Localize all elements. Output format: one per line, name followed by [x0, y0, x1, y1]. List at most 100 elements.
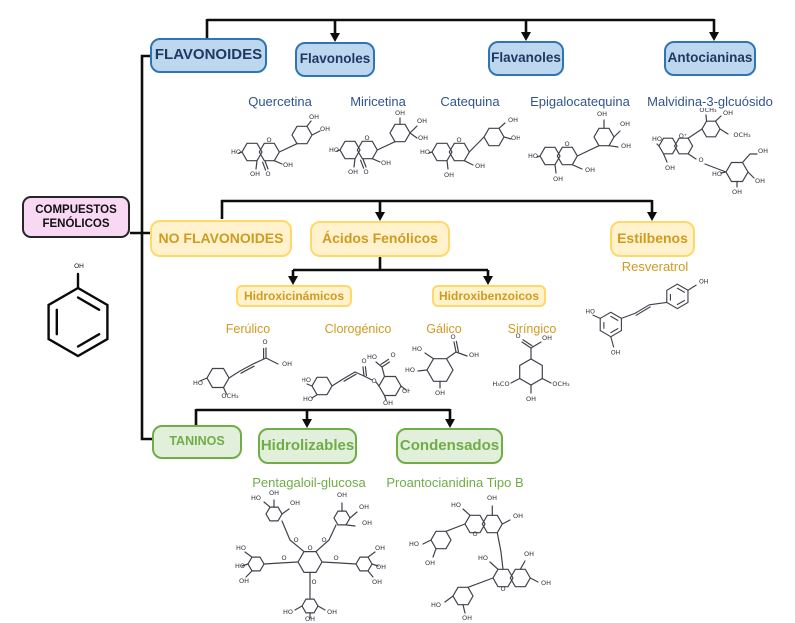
svg-text:OH: OH: [74, 263, 84, 270]
svg-text:O: O: [364, 134, 369, 142]
svg-text:OH: OH: [290, 499, 300, 507]
clorogenico-name: Clorogénico: [324, 322, 392, 336]
svg-text:OCH₃: OCH₃: [552, 380, 570, 388]
svg-text:HO: HO: [193, 379, 203, 387]
svg-text:HO: HO: [586, 308, 596, 315]
svg-text:HO: HO: [251, 494, 261, 502]
hidroxicinamicos-label: Hidroxicinámicos: [243, 288, 345, 303]
svg-text:OH: OH: [511, 134, 520, 142]
svg-text:OH: OH: [755, 177, 765, 185]
svg-text:O: O: [333, 554, 338, 562]
svg-text:OH: OH: [327, 608, 337, 616]
miricetina-name: Miricetina: [350, 94, 406, 109]
flavanoles-box: Flavanoles: [488, 41, 564, 76]
resveratrol-name: Resveratrol: [621, 259, 689, 274]
svg-text:O: O: [281, 554, 286, 562]
svg-text:O: O: [698, 156, 703, 164]
svg-text:O: O: [266, 136, 271, 144]
siringico-name: Siríngico: [507, 322, 557, 336]
svg-text:HO: HO: [405, 366, 415, 374]
svg-text:O: O: [371, 377, 376, 385]
svg-text:HO: HO: [231, 148, 241, 156]
flavonoles-label: Flavonoles: [299, 51, 371, 67]
svg-text:OH: OH: [250, 170, 260, 178]
svg-text:HO: HO: [367, 353, 377, 361]
taninos-label: TANINOS: [169, 434, 225, 449]
svg-text:OH: OH: [732, 188, 742, 196]
svg-text:OH: OH: [621, 142, 631, 150]
svg-text:O: O: [472, 530, 477, 538]
svg-text:O: O: [311, 578, 316, 586]
svg-text:O⁺: O⁺: [679, 132, 688, 140]
svg-text:O: O: [515, 332, 520, 340]
svg-text:OH: OH: [542, 334, 552, 342]
svg-text:HO: HO: [283, 608, 293, 616]
condensados-box: Condensados: [396, 428, 503, 464]
svg-text:OCH₃: OCH₃: [699, 108, 717, 114]
svg-text:OH: OH: [395, 110, 405, 117]
svg-text:OH: OH: [418, 134, 428, 142]
svg-text:OH: OH: [585, 166, 595, 174]
svg-text:O: O: [390, 351, 395, 359]
no-flavonoides-box: NO FLAVONOIDES: [150, 220, 292, 257]
estilbenos-label: Estilbenos: [617, 230, 688, 247]
no-flavonoides-label: NO FLAVONOIDES: [158, 229, 284, 246]
svg-text:OH: OH: [435, 389, 445, 397]
hidroxibenzoicos-label: Hidroxibenzoicos: [438, 288, 539, 303]
svg-text:OH: OH: [372, 578, 382, 586]
svg-text:HO: HO: [235, 562, 245, 570]
svg-text:OH: OH: [402, 387, 410, 395]
svg-text:OH: OH: [487, 494, 497, 502]
svg-text:HO: HO: [420, 148, 430, 156]
svg-text:HO: HO: [712, 170, 722, 178]
svg-text:HO: HO: [303, 395, 313, 403]
svg-text:OH: OH: [508, 116, 518, 124]
flavonoles-box: Flavonoles: [295, 42, 375, 77]
flavanoles-label: Flavanoles: [491, 50, 561, 66]
root-title-line1: COMPUESTOS: [35, 203, 117, 216]
svg-text:OH: OH: [611, 350, 620, 357]
svg-text:O: O: [262, 338, 267, 346]
svg-text:OH: OH: [359, 503, 369, 511]
svg-text:HO: HO: [478, 554, 488, 562]
svg-text:OH: OH: [526, 395, 536, 403]
svg-text:O: O: [321, 536, 326, 544]
svg-text:OH: OH: [282, 360, 292, 368]
acidos-fenolicos-box: Ácidos Fenólicos: [310, 221, 450, 257]
hidrolizables-label: Hidrolizables: [260, 436, 355, 454]
svg-text:OH: OH: [417, 117, 427, 125]
ferulico-name: Ferúlico: [225, 322, 271, 336]
pentagaloil-glucosa-name: Pentagaloil-glucosa: [252, 475, 366, 490]
svg-text:HO: HO: [528, 152, 538, 160]
malvidina-name: Malvidina-3-glcuósido: [647, 94, 773, 109]
svg-text:OH: OH: [337, 491, 347, 499]
hidroxibenzoicos-box: Hidroxibenzoicos: [432, 285, 546, 307]
svg-text:HO: HO: [431, 601, 441, 609]
proantocianidina-name: Proantocianidina Tipo B: [386, 475, 524, 490]
svg-text:OH: OH: [553, 175, 563, 183]
svg-text:OH: OH: [758, 147, 768, 155]
hidrolizables-box: Hidrolizables: [258, 428, 357, 464]
svg-text:OH: OH: [425, 559, 435, 567]
svg-text:OH: OH: [362, 519, 372, 527]
svg-text:O: O: [450, 334, 455, 341]
svg-text:OH: OH: [475, 162, 485, 170]
connector-lines: [130, 18, 716, 441]
acidos-fenolicos-label: Ácidos Fenólicos: [322, 230, 438, 247]
galico-name: Gálico: [426, 322, 462, 336]
svg-text:OH: OH: [513, 512, 523, 520]
svg-text:OH: OH: [381, 159, 391, 167]
svg-text:HO: HO: [329, 146, 339, 154]
